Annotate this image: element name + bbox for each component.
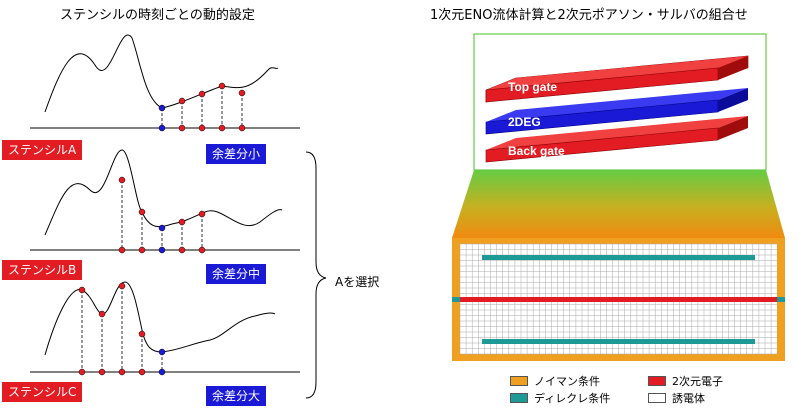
stencil-a-diff: 余差分小: [206, 144, 267, 164]
legend-2d-electron: 2次元電子: [648, 373, 723, 389]
legend-dirichlet: ディレクレ条件: [510, 390, 610, 406]
selection-brace: [305, 151, 327, 399]
stencil-c-diff: 余差分大: [206, 386, 267, 406]
dirichlet-top: [482, 255, 755, 260]
curve-a: [44, 34, 279, 113]
stencil-points-b: [118, 176, 206, 254]
stencil-panel-b: [30, 149, 300, 254]
legend-dielectric: 誘電体: [648, 390, 705, 406]
top-gate-slab: [485, 55, 749, 103]
select-a-label: Aを選択: [335, 275, 380, 289]
right-title: 1次元ENO流体計算と2次元ポアソン・サルバの組合せ: [430, 8, 748, 23]
stencil-panel-a: [30, 34, 300, 132]
poisson-grid: [452, 238, 785, 361]
left-title: ステンシルの時刻ごとの動的設定: [60, 8, 255, 23]
stencil-points-a: [158, 82, 246, 132]
legend-swatch-2d-electron: [648, 376, 666, 386]
projection-trapezoid: [452, 170, 785, 238]
legend-label-dielectric: 誘電体: [672, 392, 705, 405]
legend-swatch-neumann: [510, 376, 528, 386]
back-gate-slab: [485, 116, 748, 163]
legend-label-neumann: ノイマン条件: [534, 375, 600, 388]
legend-label-2d-electron: 2次元電子: [672, 375, 723, 388]
2deg-slab: [485, 88, 748, 135]
2d-electron-row: [460, 297, 777, 302]
stencil-a-label: ステンシルA: [2, 140, 83, 160]
curve-b: [44, 149, 283, 236]
layer-label-top-gate: Top gate: [508, 80, 557, 94]
legend-neumann: ノイマン条件: [510, 373, 600, 389]
legend-swatch-dielectric: [648, 393, 666, 403]
curve-c: [44, 281, 276, 356]
stencil-b-diff: 余差分中: [206, 264, 267, 284]
dirichlet-bottom: [482, 339, 755, 344]
legend-label-dirichlet: ディレクレ条件: [534, 392, 611, 405]
legend-swatch-dirichlet: [510, 393, 528, 403]
layer-label-back-gate: Back gate: [508, 144, 565, 158]
layer-label-2deg: 2DEG: [508, 115, 541, 129]
stencil-panel-c: [30, 281, 300, 376]
stencil-c-label: ステンシルC: [2, 382, 83, 402]
stencil-b-label: ステンシルB: [2, 260, 83, 280]
stencil-points-c: [78, 282, 166, 376]
